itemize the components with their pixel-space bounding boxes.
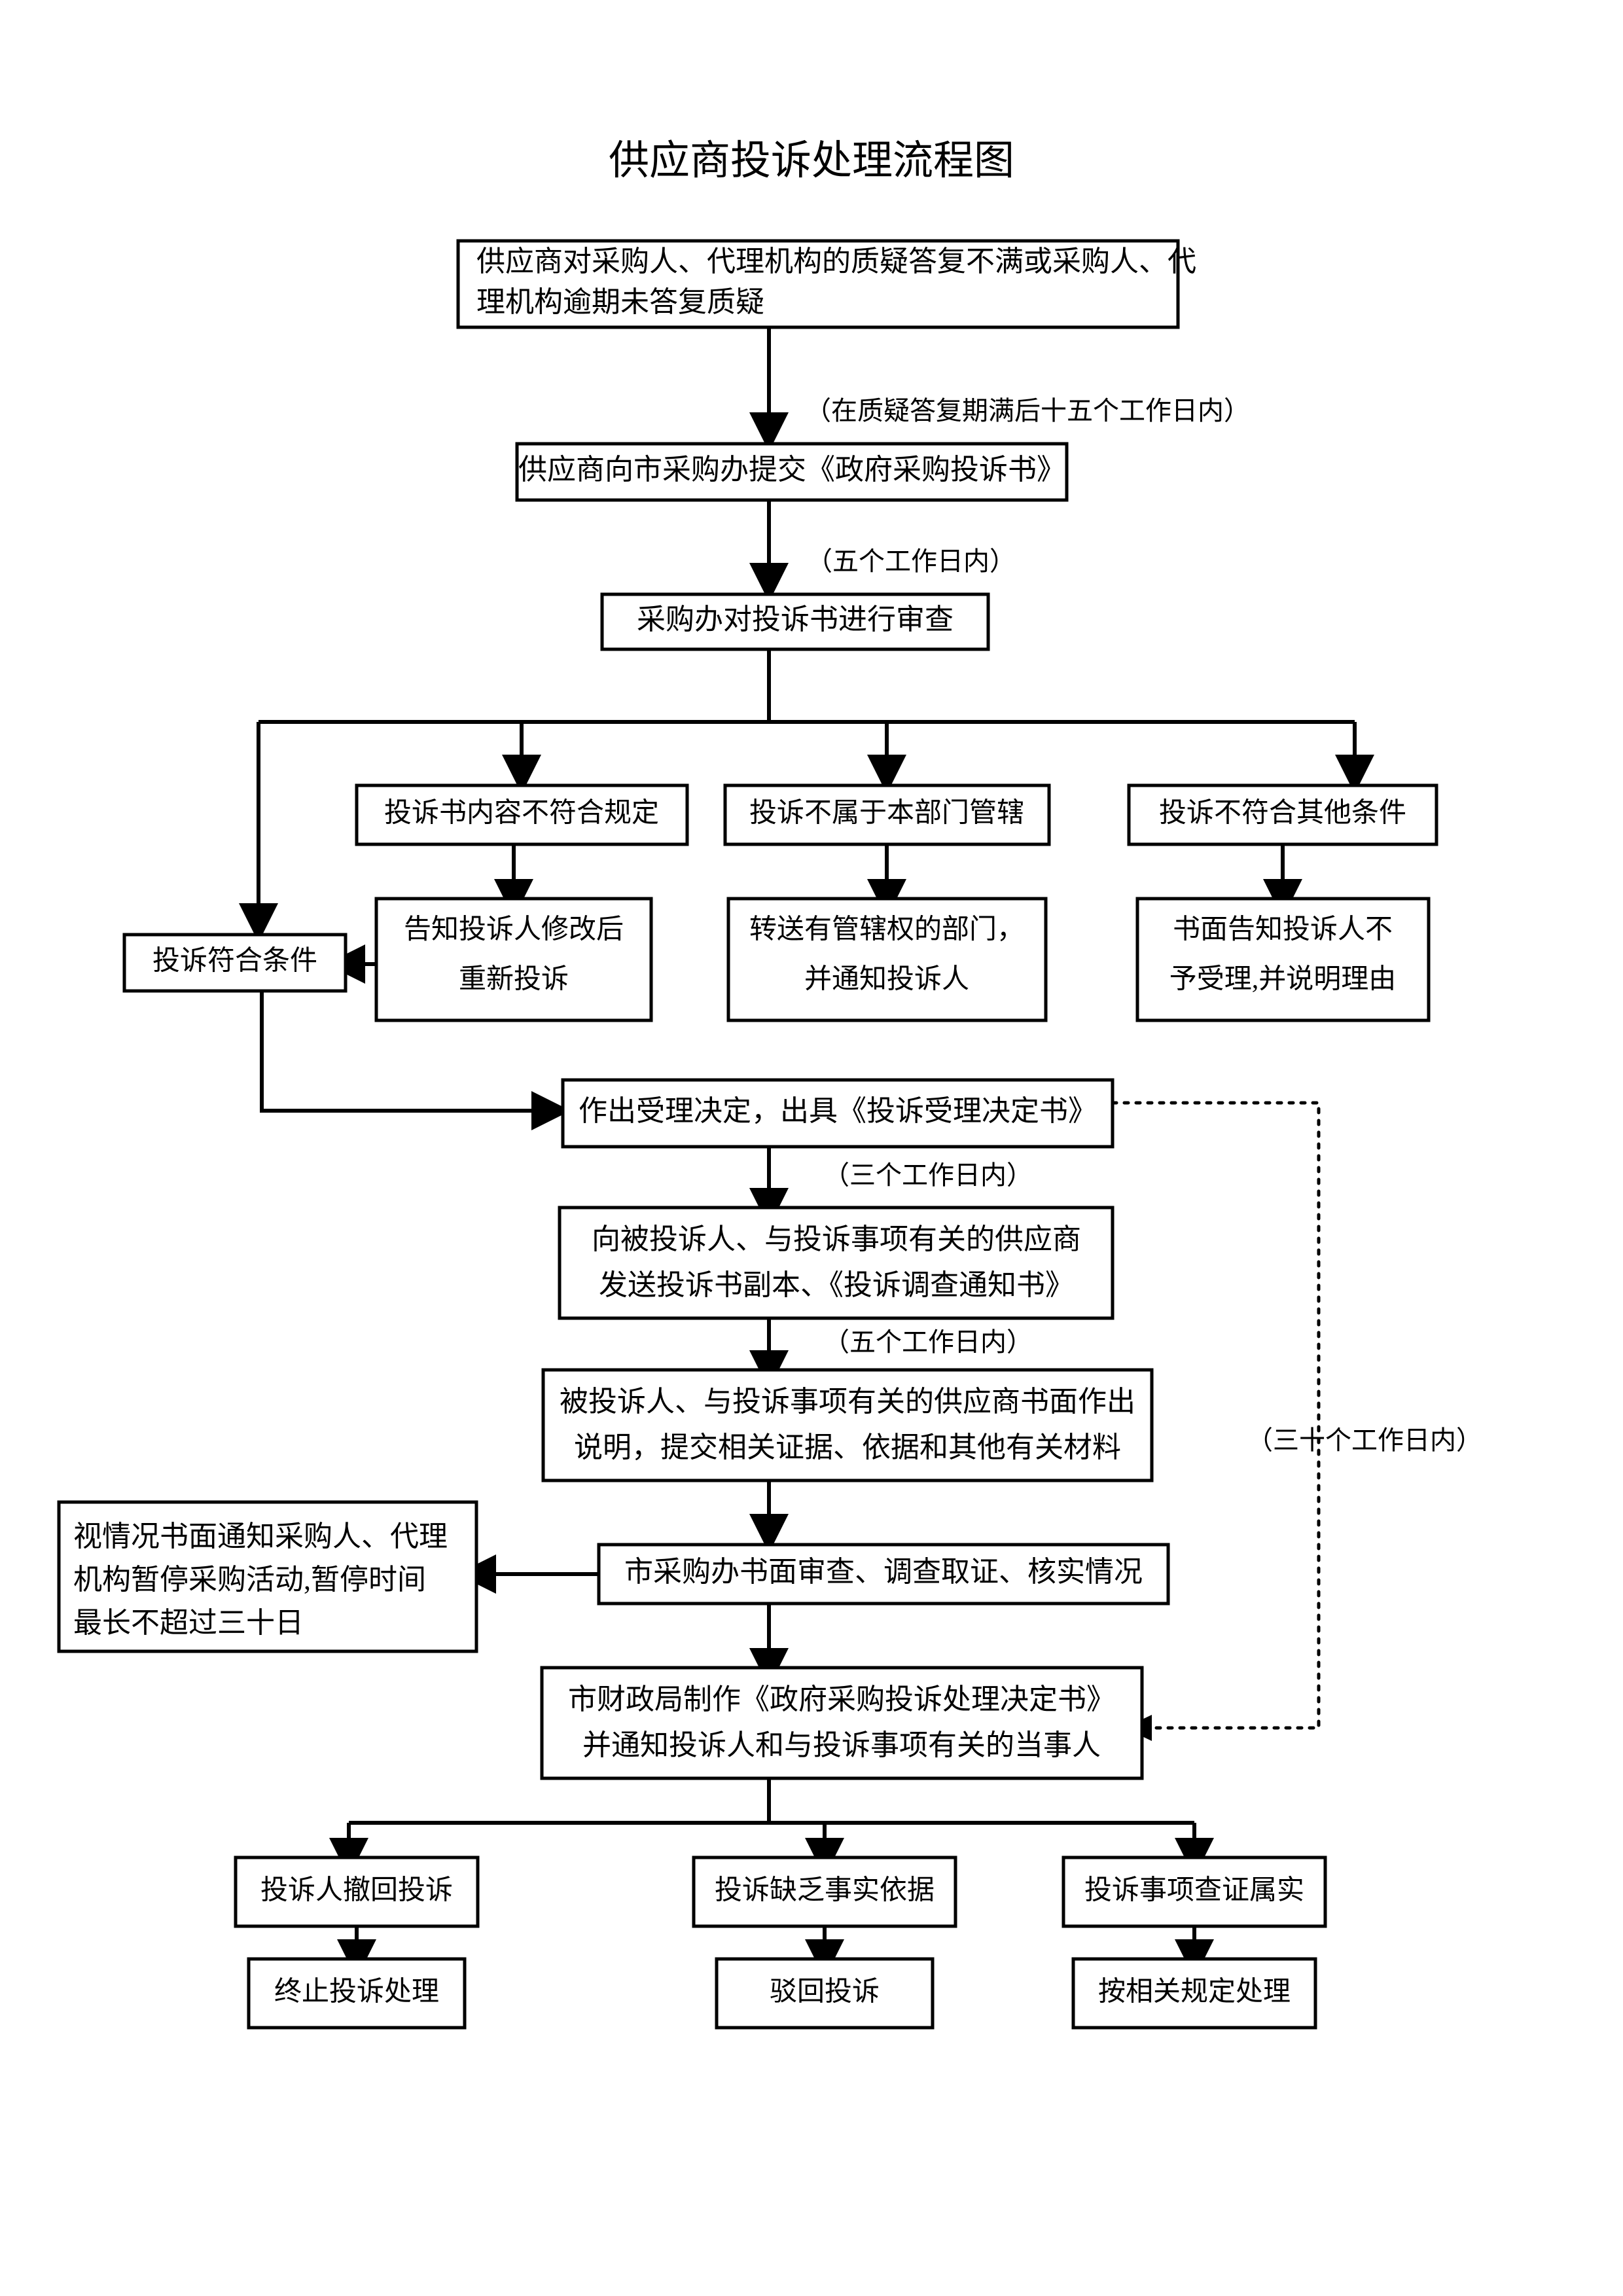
node-not-our-jurisdiction[interactable]: 投诉不属于本部门管辖	[723, 783, 1051, 846]
node-text-line: 告知投诉人修改后	[404, 915, 624, 945]
node-text-line: 最长不超过三十日	[73, 1607, 304, 1639]
node-text-line: 予受理,并说明理由	[1169, 965, 1397, 995]
node-written-rejection[interactable]: 书面告知投诉人不 予受理,并说明理由	[1135, 897, 1431, 1022]
node-text-line: 并通知投诉人和与投诉事项有关的当事人	[582, 1729, 1101, 1761]
node-investigate-verify[interactable]: 市采购办书面审查、调查取证、核实情况	[597, 1543, 1170, 1605]
node-text-line: 投诉不符合其他条件	[1159, 798, 1406, 829]
annotation-3-working-days: （三个工作日内）	[823, 1160, 1033, 1190]
node-text-line: 终止投诉处理	[274, 1977, 439, 2007]
node-forward-to-jurisdiction[interactable]: 转送有管辖权的部门， 并通知投诉人	[726, 897, 1048, 1022]
node-text-line: 视情况书面通知采购人、代理	[73, 1520, 448, 1552]
node-handling-decision[interactable]: 市财政局制作《政府采购投诉处理决定书》 并通知投诉人和与投诉事项有关的当事人	[540, 1666, 1144, 1780]
node-terminate-processing[interactable]: 终止投诉处理	[247, 1957, 467, 2030]
node-supplier-dissatisfied[interactable]: 供应商对采购人、代理机构的质疑答复不满或采购人、代 理机构逾期未答复质疑	[456, 239, 1196, 329]
node-complainant-withdrew[interactable]: 投诉人撤回投诉	[234, 1856, 480, 1928]
node-text-line: 投诉缺乏事实依据	[715, 1875, 935, 1906]
page-title: 供应商投诉处理流程图	[609, 139, 1014, 183]
node-text-line: 理机构逾期未答复质疑	[476, 286, 764, 318]
node-review-complaint[interactable]: 采购办对投诉书进行审查	[600, 592, 990, 651]
node-text-line: 采购办对投诉书进行审查	[637, 603, 954, 636]
node-text-line: 机构暂停采购活动,暂停时间	[73, 1564, 426, 1596]
node-handle-per-regulations[interactable]: 按相关规定处理	[1071, 1957, 1317, 2030]
node-other-conditions-unmet[interactable]: 投诉不符合其他条件	[1127, 783, 1438, 846]
node-send-copy-and-notice[interactable]: 向被投诉人、与投诉事项有关的供应商 发送投诉书副本、《投诉调查通知书》	[558, 1206, 1115, 1320]
node-text-line: 供应商向市采购办提交《政府采购投诉书》	[518, 454, 1065, 486]
node-text-line: 投诉事项查证属实	[1084, 1875, 1304, 1906]
node-text-line: 按相关规定处理	[1098, 1977, 1291, 2007]
node-complaint-qualified[interactable]: 投诉符合条件	[122, 933, 348, 993]
node-text-line: 发送投诉书副本、《投诉调查通知书》	[599, 1269, 1074, 1301]
node-notify-amend-refile[interactable]: 告知投诉人修改后 重新投诉	[374, 897, 653, 1022]
node-text-line: 市财政局制作《政府采购投诉处理决定书》	[568, 1683, 1115, 1715]
node-submit-complaint[interactable]: 供应商向市采购办提交《政府采购投诉书》	[515, 442, 1069, 502]
node-text-line: 被投诉人、与投诉事项有关的供应商书面作出	[560, 1386, 1135, 1418]
annotation-5-working-days-respond: （五个工作日内）	[823, 1327, 1033, 1357]
node-content-noncompliant[interactable]: 投诉书内容不符合规定	[355, 783, 689, 846]
node-text-line: 并通知投诉人	[804, 965, 969, 995]
node-text-line: 作出受理决定，出具《投诉受理决定书》	[579, 1095, 1097, 1127]
node-text-line: 投诉书内容不符合规定	[384, 798, 659, 829]
node-respondent-submit-evidence[interactable]: 被投诉人、与投诉事项有关的供应商书面作出 说明，提交相关证据、依据和其他有关材料	[541, 1368, 1154, 1482]
node-text-line: 投诉符合条件	[152, 946, 317, 977]
node-lacks-factual-basis[interactable]: 投诉缺乏事实依据	[692, 1856, 957, 1928]
node-text-line: 向被投诉人、与投诉事项有关的供应商	[592, 1223, 1081, 1255]
annotation-layer: （在质疑答复期满后十五个工作日内） （五个工作日内） （三个工作日内） （五个工…	[805, 396, 1482, 1455]
annotation-15-working-days: （在质疑答复期满后十五个工作日内）	[805, 396, 1250, 425]
node-layer: 供应商对采购人、代理机构的质疑答复不满或采购人、代 理机构逾期未答复质疑 供应商…	[57, 239, 1438, 2030]
node-complaint-verified-true[interactable]: 投诉事项查证属实	[1061, 1856, 1327, 1928]
edge-layer	[239, 327, 1374, 1979]
node-text-line: 供应商对采购人、代理机构的质疑答复不满或采购人、代	[476, 245, 1196, 278]
annotation-5-working-days-review: （五个工作日内）	[806, 547, 1016, 576]
node-text-line: 市采购办书面审查、调查取证、核实情况	[624, 1556, 1143, 1588]
node-text-line: 说明，提交相关证据、依据和其他有关材料	[574, 1431, 1121, 1463]
edge-n7-n11	[260, 991, 571, 1130]
node-text-line: 重新投诉	[459, 965, 569, 995]
node-text-line: 投诉人撤回投诉	[260, 1875, 453, 1906]
edge-n11-n16-dotted	[1111, 1101, 1321, 1730]
node-text-line: 驳回投诉	[770, 1977, 880, 2007]
node-suspend-procurement[interactable]: 视情况书面通知采购人、代理 机构暂停采购活动,暂停时间 最长不超过三十日	[57, 1500, 478, 1653]
node-acceptance-decision[interactable]: 作出受理决定，出具《投诉受理决定书》	[561, 1078, 1115, 1149]
node-text-line: 书面告知投诉人不	[1173, 915, 1393, 945]
node-text-line: 投诉不属于本部门管辖	[749, 798, 1024, 829]
node-text-line: 转送有管辖权的部门，	[749, 914, 1024, 945]
node-dismiss-complaint[interactable]: 驳回投诉	[715, 1957, 935, 2030]
annotation-30-working-days: （三十个工作日内）	[1247, 1426, 1482, 1455]
